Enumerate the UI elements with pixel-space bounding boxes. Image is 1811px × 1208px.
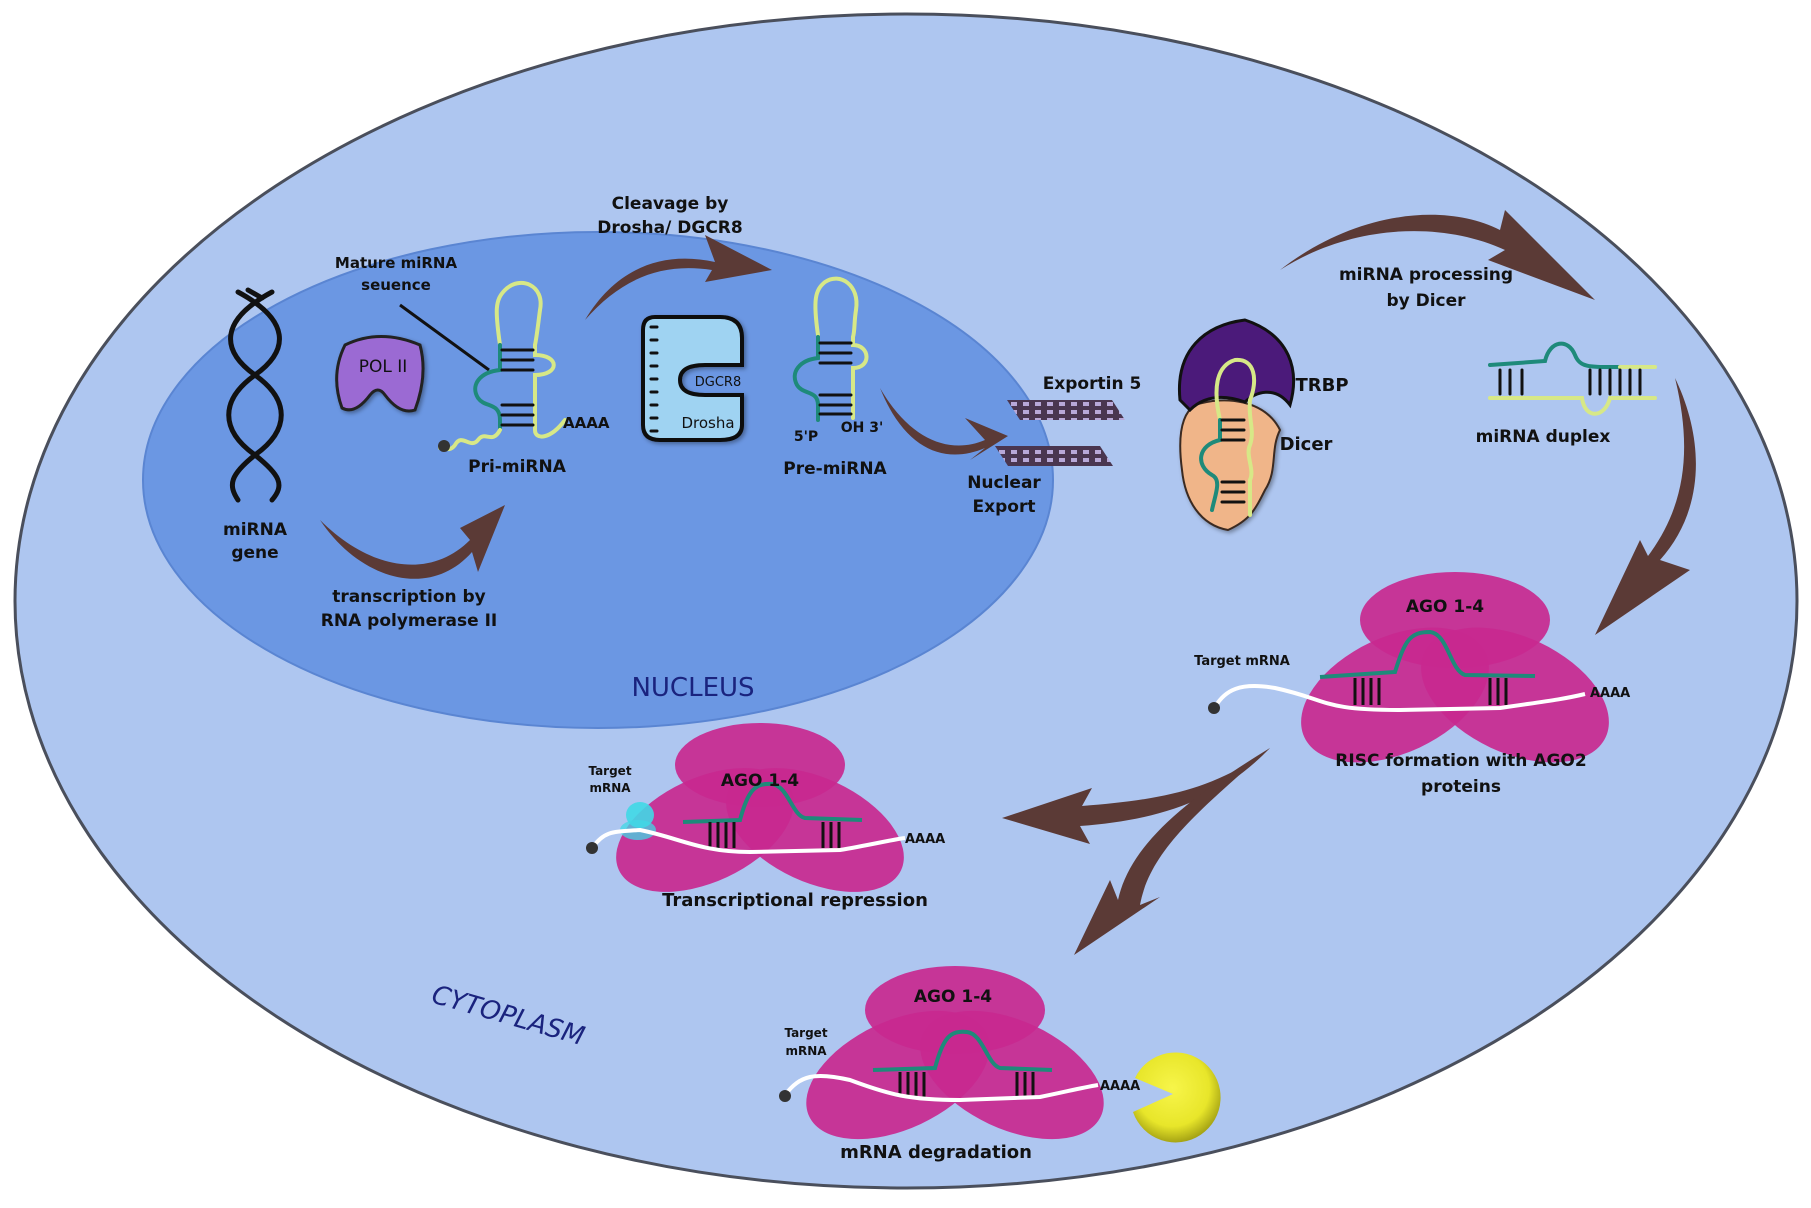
cleavage-arrow [585, 235, 772, 320]
pri-mirna-polya: AAAA [563, 414, 610, 432]
three-prime-label: OH 3' [841, 420, 884, 436]
degradation-caption: mRNA degradation [840, 1142, 1032, 1163]
transcription-label-2: RNA polymerase II [321, 611, 497, 631]
repression-polya: AAAA [905, 832, 945, 847]
repression-target-label-1: Target [588, 764, 631, 778]
dicer-processing-label-1: miRNA processing [1339, 265, 1513, 285]
pol2-enzyme-icon [335, 335, 425, 413]
mature-mirna-label-2: seuence [361, 276, 431, 294]
mirna-gene-label-1: miRNA [223, 520, 288, 540]
dna-helix-icon [226, 287, 284, 503]
transcription-label-1: transcription by [332, 587, 486, 607]
risc-polya: AAAA [1590, 686, 1630, 701]
cleavage-label-1: Cleavage by [612, 194, 729, 214]
transcription-arrow [320, 505, 505, 579]
nuclear-export-label-2: Export [973, 497, 1036, 517]
mirna-duplex-label: miRNA duplex [1476, 427, 1611, 447]
drosha-label: Drosha [681, 414, 734, 432]
risc-caption-2: proteins [1421, 777, 1501, 797]
pointer-line [399, 303, 490, 372]
dicer-enzyme-icon [1179, 399, 1282, 532]
pre-mirna-hairpin-icon [792, 276, 869, 422]
exonuclease-pacman-icon [1133, 1052, 1221, 1143]
pre-mirna-label: Pre-miRNA [783, 459, 887, 479]
degradation-complex [779, 966, 1104, 1140]
repression-complex [586, 723, 906, 892]
risc-loading-arrow [1595, 378, 1696, 635]
mirna-duplex-icon [1488, 341, 1657, 416]
export-arrow [880, 388, 1008, 460]
exportin-pore-1 [1007, 400, 1125, 420]
repression-arrow [1002, 748, 1270, 844]
risc-ago-label: AGO 1-4 [1406, 597, 1484, 617]
degradation-ago-label: AGO 1-4 [914, 987, 992, 1007]
nuclear-export-label-1: Nuclear [967, 473, 1041, 493]
cap-5prime-icon [438, 440, 450, 452]
dicer-bound-hairpin-icon [1199, 357, 1257, 517]
degradation-target-label-2: mRNA [785, 1044, 827, 1058]
exportin-label: Exportin 5 [1043, 374, 1142, 394]
risc-complex [1208, 572, 1609, 763]
trbp-protein-icon [1177, 318, 1295, 413]
pri-mirna-label: Pri-miRNA [468, 457, 567, 477]
mirna-gene-label-2: gene [231, 543, 278, 563]
degradation-arrow [1074, 748, 1270, 955]
degradation-target-label-1: Target [784, 1026, 827, 1040]
repression-caption: Transcriptional repression [662, 890, 928, 911]
dicer-processing-arrow [1280, 210, 1595, 300]
drosha-dgcr8-complex-icon [641, 315, 744, 442]
cleavage-label-2: Drosha/ DGCR8 [597, 218, 742, 238]
degradation-polya: AAAA [1100, 1079, 1140, 1094]
dgcr8-label: DGCR8 [695, 375, 741, 390]
dicer-label: Dicer [1280, 434, 1333, 455]
dicer-processing-label-2: by Dicer [1386, 291, 1466, 311]
repression-target-label-2: mRNA [589, 781, 631, 795]
mature-mirna-label-1: Mature miRNA [335, 254, 458, 272]
five-prime-label: 5'P [794, 429, 818, 445]
nucleus-label: NUCLEUS [631, 673, 754, 703]
pol2-label: POL II [359, 357, 408, 377]
risc-caption-1: RISC formation with AGO2 [1335, 751, 1586, 771]
risc-target-label: Target mRNA [1194, 654, 1290, 669]
repression-ago-label: AGO 1-4 [721, 771, 799, 791]
trbp-label: TRBP [1295, 375, 1348, 396]
exportin-pore-2 [995, 446, 1113, 466]
